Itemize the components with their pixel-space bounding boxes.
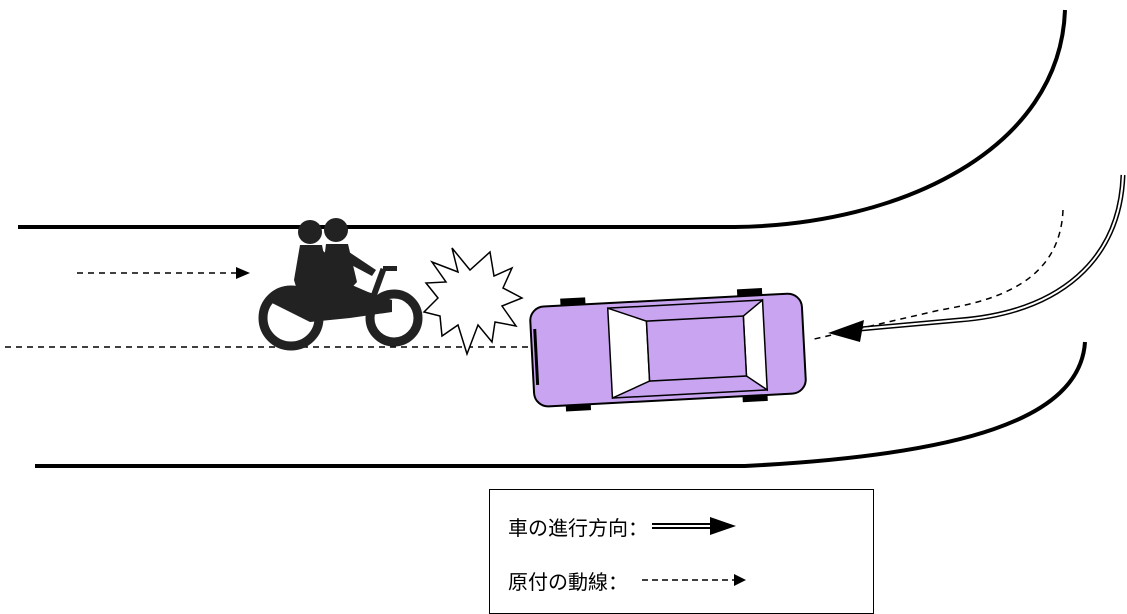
car-path-arrowhead xyxy=(828,320,864,342)
car-top-view-icon xyxy=(529,288,807,412)
road-edge-lower xyxy=(35,341,1087,468)
car-roof xyxy=(645,315,748,382)
legend-item-moped-path: 原付の動線： xyxy=(508,565,752,595)
collision-burst-icon xyxy=(422,247,524,357)
moped-direction-arrow xyxy=(77,267,250,279)
legend-label-moped-path: 原付の動線： xyxy=(508,569,628,594)
legend-label-car-direction: 車の進行方向： xyxy=(508,515,648,540)
legend: 車の進行方向： 原付の動線： xyxy=(489,489,874,614)
motorcycle-with-two-riders-icon xyxy=(258,218,423,351)
dashed-line-arrow-icon xyxy=(642,574,746,586)
road-edge-upper xyxy=(18,9,1067,229)
car-path xyxy=(828,174,1126,342)
car-window-rear xyxy=(606,307,651,400)
double-line-arrow-icon xyxy=(652,517,736,535)
moped-path-curve xyxy=(809,209,1064,341)
legend-item-car-direction: 車の進行方向： xyxy=(508,511,738,541)
